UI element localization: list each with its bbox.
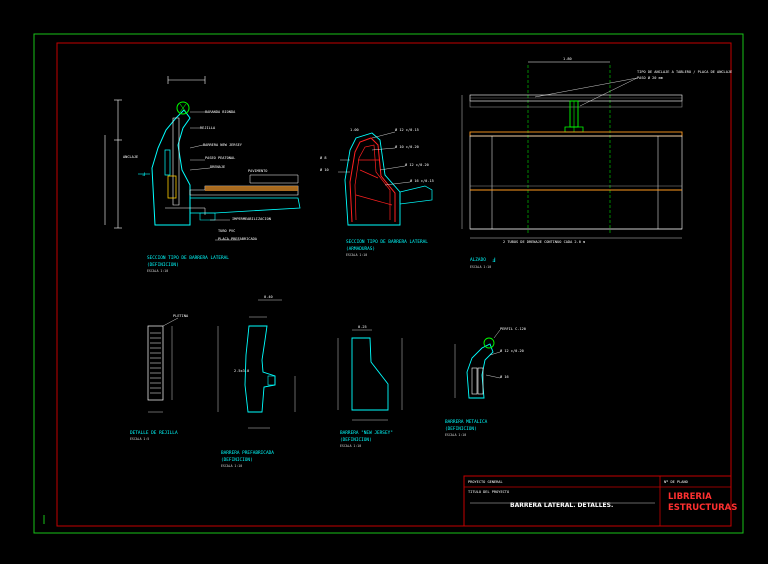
- svg-text:0.25: 0.25: [358, 325, 367, 329]
- svg-text:Ø 12 c/0.20: Ø 12 c/0.20: [500, 348, 524, 353]
- caption-metallic-barrier: BARRERA METALICA: [445, 419, 488, 425]
- detail-precast-barrier: 2.5x3.0 0.40 BARRERA PREFABRICADA (DEFIN…: [217, 295, 296, 468]
- inner-frame: [56, 42, 732, 527]
- drawing-title: BARRERA LATERAL. DETALLES.: [510, 502, 613, 509]
- svg-text:Ⅎ: Ⅎ: [492, 257, 496, 264]
- detail-new-jersey: 0.25 BARRERA "NEW JERSEY" (DEFINICION) E…: [337, 325, 403, 448]
- svg-text:Ø 10: Ø 10: [320, 167, 329, 172]
- project-label: PROYECTO GENERAL: [468, 480, 503, 484]
- svg-text:IMPERMEABILIZACION: IMPERMEABILIZACION: [232, 217, 271, 221]
- svg-text:ESCALA 1:10: ESCALA 1:10: [470, 265, 491, 269]
- svg-text:Ø 16 c/0.15: Ø 16 c/0.15: [410, 178, 434, 183]
- svg-text:Ø 12 c/0.15: Ø 12 c/0.15: [395, 127, 419, 132]
- svg-text:BARRERA NEW JERSEY: BARRERA NEW JERSEY: [203, 143, 243, 147]
- svg-text:1.80: 1.80: [563, 57, 572, 61]
- detail-grate: PLETINA DETALLE DE REJILLA ESCALA 1:5: [130, 314, 189, 441]
- svg-text:PERFIL C-120: PERFIL C-120: [500, 327, 526, 331]
- svg-text:ESCALA 1:10: ESCALA 1:10: [147, 269, 168, 273]
- caption-grate: DETALLE DE REJILLA: [130, 430, 178, 436]
- svg-text:ESCALA 1:5: ESCALA 1:5: [130, 437, 149, 441]
- detail-elevation: 1.80 TIPO DE ANCLAJE A TABLERO / PLACA D…: [461, 57, 732, 269]
- svg-text:Ø 8: Ø 8: [320, 155, 327, 160]
- title-block: PROYECTO GENERAL Nº DE PLANO TITULO DEL …: [463, 475, 737, 527]
- caption-elevation: ALZADO: [470, 257, 486, 263]
- svg-text:ESCALA 1:10: ESCALA 1:10: [340, 444, 361, 448]
- svg-text:BARANDA BIONDA: BARANDA BIONDA: [205, 110, 236, 114]
- firm-name-line2: ESTRUCTURAS: [668, 503, 737, 513]
- elevation-note: TIPO DE ANCLAJE A TABLERO / PLACA DE ANC…: [637, 70, 732, 74]
- svg-text:Ø 16: Ø 16: [500, 374, 509, 379]
- elevation-bottom-note: 2 TUBOS DE DRENAJE CONTINUO CADA 2.0 m: [503, 240, 585, 244]
- caption-new-jersey: BARRERA "NEW JERSEY": [340, 430, 393, 436]
- svg-text:PLETINA: PLETINA: [173, 314, 189, 318]
- svg-text:(DEFINICION): (DEFINICION): [221, 457, 253, 463]
- detail-section-definition: Ⅎ BARANDA BIONDA REJILLA BARRERA NEW JER…: [104, 76, 301, 273]
- sheet-number-label: Nº DE PLANO: [664, 480, 688, 484]
- svg-text:2.5x3.0: 2.5x3.0: [234, 369, 249, 373]
- svg-text:PASEO PEATONAL: PASEO PEATONAL: [205, 156, 235, 160]
- caption-precast-barrier: BARRERA PREFABRICADA: [221, 450, 274, 456]
- svg-text:DRENAJE: DRENAJE: [210, 165, 225, 169]
- firm-name-line1: LIBRERIA: [668, 492, 712, 502]
- svg-text:(DEFINICION): (DEFINICION): [445, 426, 477, 432]
- svg-text:ESCALA 1:10: ESCALA 1:10: [346, 253, 367, 257]
- detail-metallic-barrier: PERFIL C-120 Ø 12 c/0.20 Ø 16 BARRERA ME…: [445, 327, 526, 437]
- drawing-label: TITULO DEL PROYECTO: [468, 490, 509, 494]
- outer-frame: [33, 33, 744, 534]
- svg-text:PAVIMENTO: PAVIMENTO: [248, 169, 267, 173]
- svg-text:Ø 10 c/0.20: Ø 10 c/0.20: [395, 144, 419, 149]
- caption-section-reinforcement: SECCION TIPO DE BARRERA LATERAL: [346, 239, 428, 245]
- svg-text:TUBO PVC: TUBO PVC: [218, 229, 235, 233]
- svg-text:1.00: 1.00: [350, 128, 359, 132]
- svg-text:REJILLA: REJILLA: [200, 126, 216, 130]
- svg-text:(ARMADURAS): (ARMADURAS): [346, 246, 375, 252]
- svg-text:(DEFINICION): (DEFINICION): [147, 262, 179, 268]
- svg-text:Ⅎ: Ⅎ: [142, 172, 145, 178]
- svg-text:(DEFINICION): (DEFINICION): [340, 437, 372, 443]
- caption-section-definition: SECCION TIPO DE BARRERA LATERAL: [147, 255, 229, 261]
- detail-section-reinforcement: Ø 12 c/0.15 Ø 10 c/0.20 Ø 12 c/0.20 Ø 16…: [320, 127, 434, 257]
- svg-text:PLACA PREFABRICADA: PLACA PREFABRICADA: [218, 237, 258, 241]
- svg-text:PASO Ø 20 mm: PASO Ø 20 mm: [637, 75, 663, 80]
- svg-text:0.40: 0.40: [264, 295, 273, 299]
- svg-text:ESCALA 1:10: ESCALA 1:10: [445, 433, 466, 437]
- svg-text:Ø 12 c/0.20: Ø 12 c/0.20: [405, 162, 429, 167]
- svg-text:ESCALA 1:10: ESCALA 1:10: [221, 464, 242, 468]
- svg-text:ANCLAJE: ANCLAJE: [123, 155, 138, 159]
